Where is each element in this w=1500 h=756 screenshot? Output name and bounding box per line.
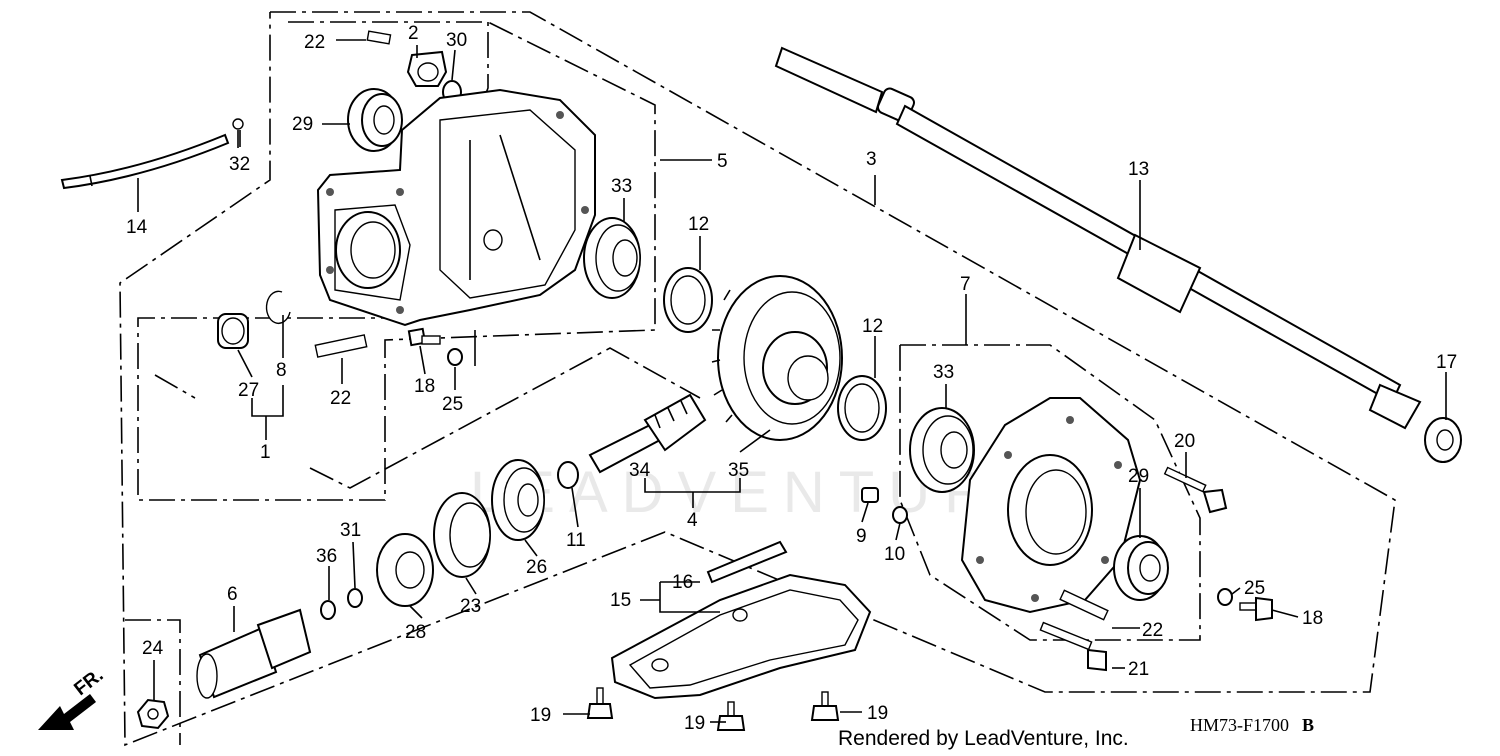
front-direction-arrow — [38, 694, 96, 730]
oil-seal-right — [1113, 535, 1169, 601]
callout-13: 13 — [1128, 159, 1149, 180]
breather-cap — [406, 50, 448, 87]
pinion-gear — [588, 393, 707, 474]
callout-30: 30 — [446, 30, 467, 51]
ring-gear — [711, 275, 843, 441]
callout-24: 24 — [142, 638, 164, 659]
callout-14: 14 — [126, 217, 148, 238]
callout-6: 6 — [227, 584, 238, 605]
bolt-right — [1239, 596, 1273, 622]
callout-labels: 22 2 30 29 32 14 5 33 12 3 13 7 12 33 17… — [126, 23, 1457, 734]
guard-bolt-2 — [716, 701, 746, 731]
callout-15: 15 — [610, 590, 631, 611]
breather-hose — [60, 133, 230, 190]
needle-bearing — [217, 313, 249, 349]
leader-lines — [137, 45, 1447, 723]
callout-25-right: 25 — [1244, 578, 1265, 599]
callout-4: 4 — [687, 510, 698, 531]
callout-1: 1 — [260, 442, 271, 463]
callout-19-left: 19 — [530, 705, 551, 726]
callout-3: 3 — [866, 149, 877, 170]
skid-guard — [610, 540, 872, 700]
callout-19-middle: 19 — [684, 713, 705, 734]
callout-28: 28 — [405, 622, 426, 643]
circlip — [265, 290, 291, 324]
footer-credit: Rendered by LeadVenture, Inc. — [838, 727, 1129, 750]
callout-36: 36 — [316, 546, 337, 567]
washer-right — [1217, 588, 1233, 606]
callout-8: 8 — [276, 360, 287, 381]
callout-12-upper: 12 — [688, 214, 709, 235]
guard-bolt-1 — [586, 687, 614, 719]
callout-12-lower: 12 — [862, 316, 883, 337]
front-label: FR. — [70, 665, 107, 700]
callout-10: 10 — [884, 544, 905, 565]
drain-plug — [861, 487, 879, 503]
hose-clip — [232, 118, 244, 148]
callout-29-right: 29 — [1128, 466, 1149, 487]
callout-33-upper: 33 — [611, 176, 632, 197]
callout-17: 17 — [1436, 352, 1457, 373]
bolt-20 — [1163, 466, 1228, 514]
stud-right — [1059, 589, 1109, 621]
coupling-joint — [196, 608, 312, 699]
callout-9: 9 — [856, 526, 867, 547]
callout-34: 34 — [629, 460, 651, 481]
callout-29-left: 29 — [292, 114, 313, 135]
o-ring-36 — [320, 600, 336, 620]
bearing-right — [909, 407, 975, 493]
callout-21: 21 — [1128, 659, 1149, 680]
callout-5: 5 — [717, 151, 728, 172]
callout-19-right: 19 — [867, 703, 888, 724]
callout-32: 32 — [229, 154, 250, 175]
callout-18-left: 18 — [414, 376, 435, 397]
callout-20: 20 — [1174, 431, 1195, 452]
stud-middle — [314, 334, 368, 358]
callout-26: 26 — [526, 557, 547, 578]
callout-11: 11 — [566, 530, 586, 551]
washer-left — [447, 348, 463, 366]
axle-shaft — [774, 46, 1422, 430]
callout-31: 31 — [340, 520, 361, 541]
diagram-code-suffix: B — [1302, 715, 1314, 735]
callout-23: 23 — [460, 596, 481, 617]
callout-22-middle: 22 — [330, 388, 351, 409]
callout-22-right: 22 — [1142, 620, 1163, 641]
bolt-left — [407, 327, 441, 347]
oil-seal-lower — [376, 533, 434, 607]
lock-nut — [136, 698, 170, 730]
axle-washer — [1424, 417, 1462, 463]
callout-25-left: 25 — [442, 394, 463, 415]
sealing-washer — [892, 506, 908, 524]
shim-lower-inner — [844, 383, 880, 433]
shim-upper-inner — [670, 275, 706, 325]
stud-top — [336, 30, 392, 45]
callout-7: 7 — [960, 274, 971, 295]
collar-11 — [557, 461, 579, 489]
oil-seal-left — [347, 88, 403, 152]
diagram-code: HM73-F1700 — [1190, 715, 1289, 735]
o-ring-31 — [347, 588, 363, 608]
guard-bolt-3 — [810, 691, 840, 721]
bolt-21 — [1039, 621, 1107, 672]
callout-22-top: 22 — [304, 32, 325, 53]
bearing-26 — [491, 459, 545, 541]
callout-35: 35 — [728, 460, 749, 481]
bearing-upper — [583, 217, 641, 299]
callout-33-right: 33 — [933, 362, 954, 383]
callout-16: 16 — [672, 572, 693, 593]
callout-27: 27 — [238, 380, 259, 401]
callout-2: 2 — [408, 23, 419, 44]
bearing-race — [433, 492, 491, 578]
callout-18-right: 18 — [1302, 608, 1323, 629]
gear-case-housing — [316, 88, 596, 327]
right-cover — [960, 397, 1142, 614]
